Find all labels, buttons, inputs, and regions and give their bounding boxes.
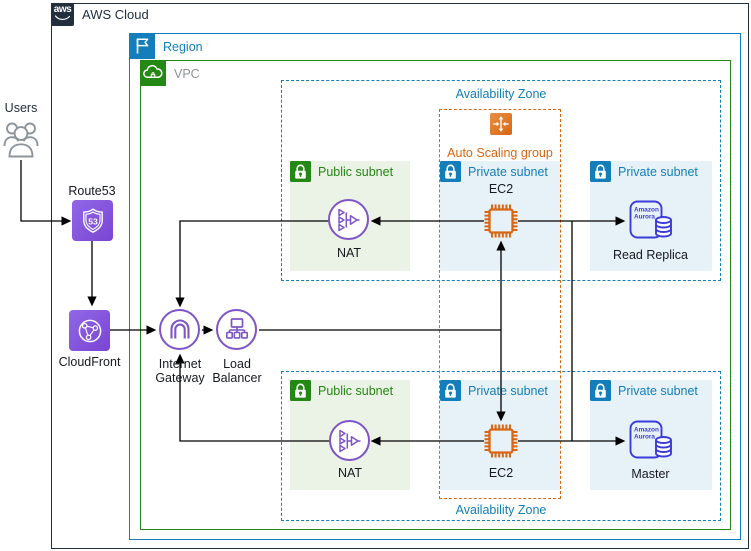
aurora-read-replica-icon: Amazon Aurora <box>629 200 672 239</box>
nat-top-label: NAT <box>336 246 362 260</box>
private-subnet-lock-icon <box>590 161 611 182</box>
region-container: Region <box>129 33 741 540</box>
public-subnet-bottom-label: Public subnet <box>318 384 394 398</box>
aws-cloud-label: AWS Cloud <box>82 7 149 22</box>
vpc-container: VPC <box>140 60 731 530</box>
ec2-bottom-label: EC2 <box>488 466 514 480</box>
private-subnet-lock-icon <box>440 161 461 182</box>
nat-bottom-label: NAT <box>337 466 363 480</box>
internet-gateway-label: Internet Gateway <box>155 357 205 385</box>
private-subnet-lock-icon <box>440 380 461 401</box>
nat-gateway-top-icon <box>328 199 369 240</box>
route53-number: 53 <box>88 216 98 226</box>
availability-zone-top-label: Availability Zone <box>455 87 547 101</box>
private-subnet-replica: Private subnet <box>590 161 712 271</box>
auto-scaling-group-label: Auto Scaling group <box>447 146 553 160</box>
aurora-word-amazon: Amazon <box>634 207 659 214</box>
route53-icon: 53 <box>72 200 113 241</box>
cloudfront-label: CloudFront <box>58 355 121 369</box>
private-subnet-ec2-top-label: Private subnet <box>468 165 548 179</box>
aurora-master-icon: Amazon Aurora <box>629 420 672 459</box>
vpc-icon <box>140 60 166 86</box>
auto-scaling-group-container: Auto Scaling group <box>439 109 561 499</box>
ec2-top-icon <box>484 204 518 238</box>
aurora-word-aurora: Aurora <box>634 434 655 441</box>
private-subnet-lock-icon <box>590 380 611 401</box>
private-subnet-replica-label: Private subnet <box>618 165 698 179</box>
read-replica-label: Read Replica <box>612 248 689 262</box>
private-subnet-ec2-bottom-label: Private subnet <box>468 384 548 398</box>
load-balancer-label: Load Balancer <box>212 357 262 385</box>
nat-gateway-bottom-icon <box>329 420 370 461</box>
private-subnet-master: Private subnet <box>590 380 712 490</box>
aws-logo: aws <box>51 3 74 26</box>
aws-logo-text: aws <box>53 4 72 15</box>
aurora-word-aurora: Aurora <box>634 214 655 221</box>
internet-gateway-icon <box>159 309 200 350</box>
public-subnet-top-label: Public subnet <box>318 165 394 179</box>
region-label: Region <box>163 40 203 54</box>
master-label: Master <box>631 467 670 481</box>
cloudfront-icon <box>69 310 110 351</box>
public-subnet-lock-icon <box>290 161 311 182</box>
availability-zone-bottom-label: Availability Zone <box>455 503 547 517</box>
public-subnet-lock-icon <box>290 380 311 401</box>
region-flag-icon <box>129 33 155 59</box>
vpc-label: VPC <box>174 67 200 81</box>
auto-scaling-icon <box>490 113 512 135</box>
private-subnet-master-label: Private subnet <box>618 384 698 398</box>
route53-label: Route53 <box>68 184 116 198</box>
aws-cloud-container <box>51 3 749 549</box>
ec2-top-label: EC2 <box>488 182 514 196</box>
aurora-word-amazon: Amazon <box>634 427 659 434</box>
users-label: Users <box>4 101 38 115</box>
load-balancer-icon <box>216 309 257 350</box>
ec2-bottom-icon <box>484 424 518 458</box>
aws-smile-icon <box>54 15 71 21</box>
users-icon <box>3 122 39 158</box>
